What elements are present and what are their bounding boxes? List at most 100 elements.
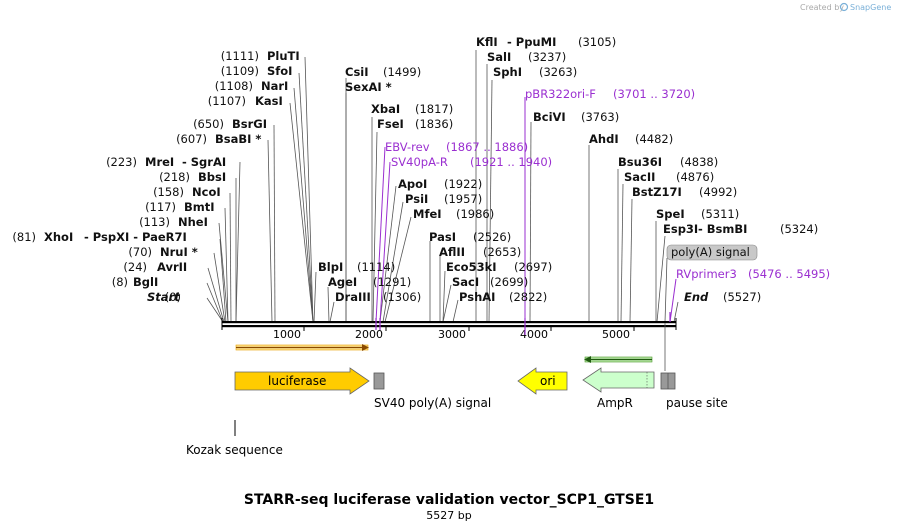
- connector-eco53kI: [442, 270, 446, 323]
- primer-labels: pBR322ori-F (3701 .. 3720) EBV-rev (1867…: [385, 87, 830, 281]
- connector-polya: [664, 257, 668, 323]
- site-kasI-name: KasI: [255, 94, 283, 108]
- site-speI-pos: (5311): [701, 207, 739, 221]
- connector-ncoI: [229, 192, 232, 323]
- site-mfeI-name: MfeI: [413, 207, 442, 221]
- site-psiI-pos: (1957): [444, 192, 482, 206]
- connector-bstZ17I: [629, 198, 633, 323]
- tick-label-4000: 4000: [520, 328, 548, 341]
- backbone-top-strand: [222, 321, 676, 324]
- site-sphI-pos: (3263): [539, 65, 577, 79]
- feature-label-luciferase: luciferase: [268, 374, 326, 388]
- primer-rvp3-name: RVprimer3: [676, 267, 737, 281]
- connector-apoI: [379, 185, 397, 323]
- connector-psiI: [382, 201, 404, 323]
- site-draIII-name: DraIII: [335, 290, 371, 304]
- connector-sacII: [620, 183, 624, 323]
- site-pluTI-name: PluTI: [267, 49, 300, 63]
- site-bstZ17I-pos: (4992): [699, 185, 737, 199]
- site-avrII-pos: (24): [123, 260, 147, 274]
- feature-label-kozak: Kozak sequence: [186, 443, 283, 457]
- site-ahdI-pos: (4482): [635, 132, 673, 146]
- connector-draIII: [329, 301, 335, 323]
- site-xhoI-name: XhoI: [44, 230, 73, 244]
- site-nruI-name: NruI *: [160, 245, 198, 259]
- site-pasI-pos: (2526): [473, 230, 511, 244]
- site-mfeI-pos: (1986): [456, 207, 494, 221]
- site-bsrGI-name: BsrGI: [232, 117, 267, 131]
- feature-luciferase: luciferase: [234, 367, 370, 395]
- connector-nruI: [213, 252, 226, 323]
- site-kflI-name: KflI: [476, 35, 498, 49]
- site-esp3I-name: Esp3I: [663, 222, 698, 236]
- feature-sv40-polya: SV40 poly(A) signal: [373, 372, 491, 410]
- site-eco53kI-name: Eco53kI: [446, 260, 497, 274]
- site-ahdI-name: AhdI: [589, 132, 619, 146]
- feature-ampr: AmpR: [582, 367, 655, 410]
- site-start: (0): [165, 290, 181, 304]
- connector-bsrGI: [273, 124, 276, 323]
- feature-pause-site: pause site: [660, 372, 728, 410]
- tick-label-5000: 5000: [602, 328, 630, 341]
- site-bsaBI-name: BsaBI *: [215, 132, 261, 146]
- site-draIII-pos: (1306): [383, 290, 421, 304]
- map-length: 5527 bp: [426, 509, 471, 522]
- tick-label-3000: 3000: [438, 328, 466, 341]
- site-pluTI-pos: (1111): [221, 49, 259, 63]
- site-ageI-pos: (1291): [373, 275, 411, 289]
- site-eco53kI-pos: (2697): [514, 260, 552, 274]
- feature-label-ori: ori: [540, 374, 556, 388]
- tick-label-2000: 2000: [355, 328, 383, 341]
- tick-label-1000: 1000: [273, 328, 301, 341]
- connector-bmtI: [224, 207, 229, 323]
- connector-sphI: [488, 79, 493, 323]
- site-bstZ17I-name: BstZ17I: [632, 185, 682, 199]
- site-bsaBI-pos: (607): [176, 132, 207, 146]
- site-labels: (0) Start (8) BglI (24) AvrII (70) NruI …: [12, 35, 818, 304]
- connector-mreI: [235, 161, 241, 323]
- site-pasI-name: PasI: [429, 230, 456, 244]
- connector-sacI: [442, 284, 452, 323]
- site-bsu36I-pos: (4838): [680, 155, 718, 169]
- site-sfoI-name: SfoI: [267, 64, 292, 78]
- site-nheI-name: NheI: [178, 215, 208, 229]
- site-csiI-name: CsiI: [345, 65, 369, 79]
- site-sacII-pos: (4876): [676, 170, 714, 184]
- site-blpI-pos: (1114): [357, 260, 395, 274]
- connector-nheI: [218, 222, 229, 323]
- site-ncoI-name: NcoI: [192, 185, 221, 199]
- site-salI-name: SalI: [487, 50, 511, 64]
- connector-ebv: [375, 146, 386, 323]
- feature-polya-signal: poly(A) signal: [666, 244, 758, 261]
- site-sexAI-name: SexAI *: [345, 80, 392, 94]
- feature-label-pause: pause site: [666, 396, 728, 410]
- primer-marks: [375, 312, 671, 335]
- connector-fseI: [372, 131, 378, 323]
- site-aflII-pos: (2653): [483, 245, 521, 259]
- site-nheI-pos: (113): [139, 215, 170, 229]
- ruler: [303, 325, 635, 331]
- site-sphI-name: SphI: [493, 65, 522, 79]
- site-xbaI-name: XbaI: [371, 102, 400, 116]
- site-connectors: [206, 50, 679, 323]
- site-mreI-alt: - SgrAI: [182, 155, 226, 169]
- site-salI-pos: (3237): [528, 50, 566, 64]
- connector-blpI: [313, 271, 317, 323]
- connector-bsaBI: [267, 139, 273, 323]
- site-nruI-pos: (70): [128, 245, 152, 259]
- site-ageI-name: AgeI: [328, 275, 357, 289]
- site-mreI-name: MreI: [145, 155, 174, 169]
- site-bbsI-name: BbsI: [198, 170, 226, 184]
- site-blpI-name: BlpI: [318, 260, 343, 274]
- primer-sv40pa-name: SV40pA-R: [391, 155, 448, 169]
- site-end-name: End: [684, 290, 709, 304]
- site-apoI-name: ApoI: [398, 177, 427, 191]
- backbone-bottom-strand: [222, 325, 676, 328]
- primer-pbr-name: pBR322ori-F: [525, 87, 596, 101]
- primer-ebv-range: (1867 .. 1886): [446, 140, 528, 154]
- primer-pbr-range: (3701 .. 3720): [613, 87, 695, 101]
- connector-sv40pa: [379, 161, 391, 323]
- site-bglI-name: BglI: [133, 275, 158, 289]
- site-bglI-pos: (8): [112, 275, 128, 289]
